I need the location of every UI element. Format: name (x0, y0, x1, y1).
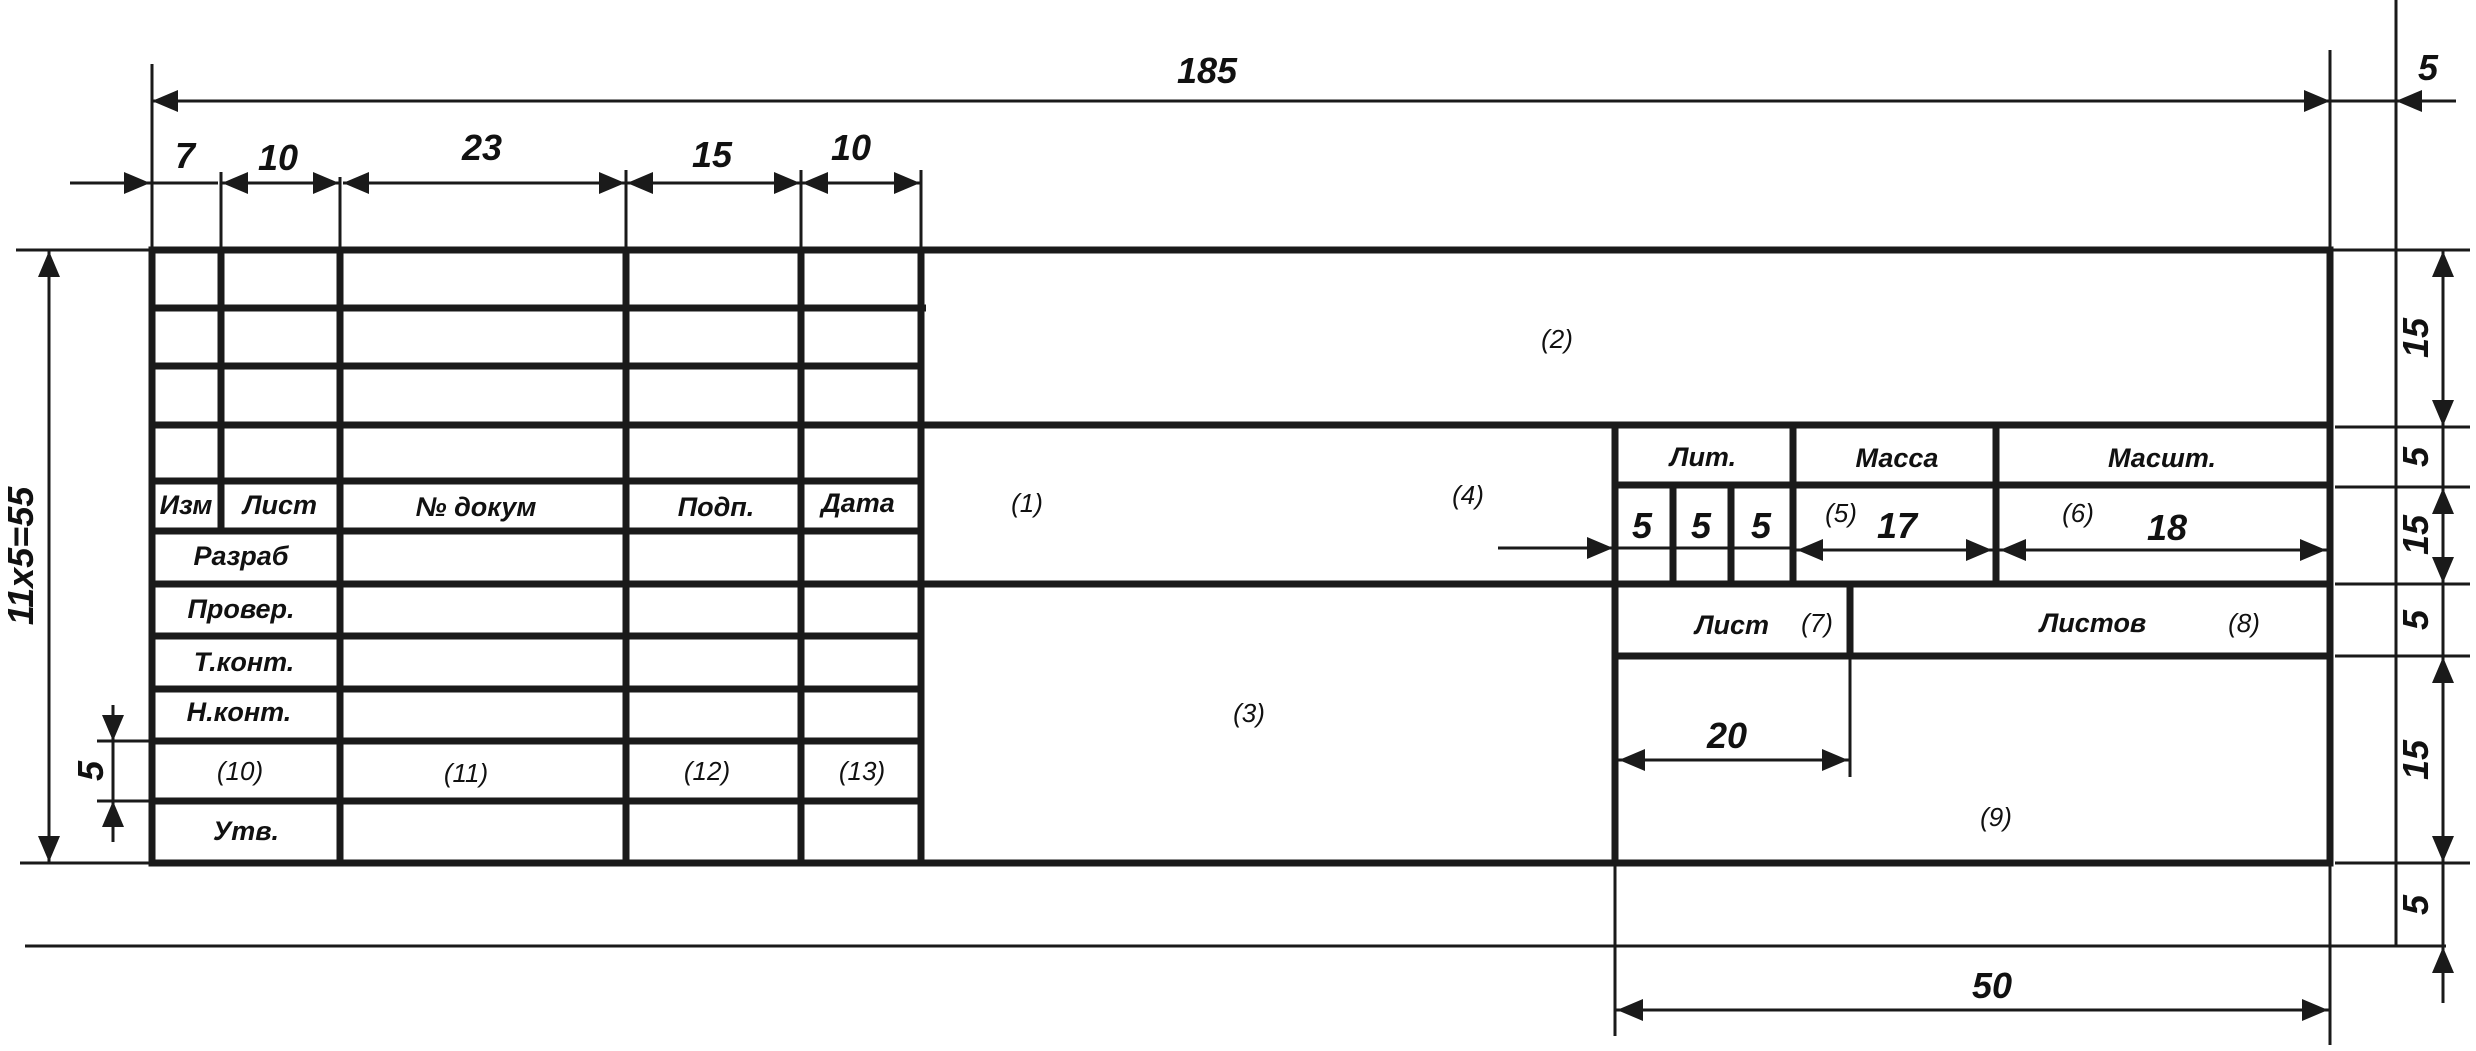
left-table-labels: Изм Лист № докум Подп. Дата Разраб Прове… (160, 488, 895, 846)
arrow-20-right (1822, 749, 1848, 771)
dim-lit-1-label: 5 (1632, 505, 1653, 546)
arrow-10a-right (313, 172, 339, 194)
arrow-10b-right (894, 172, 920, 194)
arrow-55-bottom (38, 836, 60, 862)
arrow-10a-left (222, 172, 248, 194)
field-index-6: (6) (2062, 498, 2094, 528)
field-index-1: (1) (1011, 488, 1043, 518)
arrow-r15c-top (2432, 657, 2454, 683)
dim-20-label: 20 (1706, 715, 1747, 756)
field-index-3: (3) (1233, 698, 1265, 728)
label-massa: Масса (1856, 443, 1939, 473)
row-label-razrab: Разраб (193, 541, 289, 571)
row-label-nkont: Н.конт. (187, 697, 292, 727)
label-lit: Лит. (1668, 442, 1736, 472)
row-label-tkont: Т.конт. (194, 647, 295, 677)
header-izm: Изм (160, 490, 213, 520)
dim-55-label: 11x5=55 (0, 486, 41, 625)
arrow-18-right (2300, 539, 2326, 561)
right-block-labels: Лит. Масса Масшт. (5) (6) Лист (7) Листо… (1668, 442, 2260, 832)
dim-18-label: 18 (2147, 507, 2187, 548)
arrow-50-left (1617, 999, 1643, 1021)
dim-lit-2-label: 5 (1691, 505, 1712, 546)
arrow-185-right (2304, 90, 2330, 112)
arrowheads (38, 90, 2454, 1021)
dimension-labels: 185 5 7 10 23 15 10 11x5=55 5 15 5 15 5 … (0, 47, 2439, 1006)
dim-5-top-label: 5 (2418, 47, 2439, 88)
label-list: Лист (1693, 610, 1769, 640)
field-index-9: (9) (1980, 802, 2012, 832)
field-index-12: (12) (684, 756, 730, 786)
dim-r15c-label: 15 (2395, 739, 2436, 780)
arrow-15-left (627, 172, 653, 194)
header-dokum: № докум (416, 492, 537, 522)
dim-10b-label: 10 (831, 127, 871, 168)
field-index-10: (10) (217, 756, 263, 786)
dim-7-label: 7 (175, 135, 197, 176)
field-index-5: (5) (1825, 498, 1857, 528)
dim-r15b-label: 15 (2395, 514, 2436, 555)
arrow-7 (124, 172, 150, 194)
label-listov: Листов (2038, 608, 2147, 638)
header-podp: Подп. (678, 492, 755, 522)
dim-10a-label: 10 (258, 137, 298, 178)
arrow-r15a-bottom (2432, 400, 2454, 426)
arrow-r15b-top (2432, 488, 2454, 514)
arrow-r15b-bottom (2432, 557, 2454, 583)
arrow-10b-left (802, 172, 828, 194)
dim-15-label: 15 (692, 134, 733, 175)
arrow-23-left (343, 172, 369, 194)
arrow-18-left (2000, 539, 2026, 561)
row-label-utv: Утв. (213, 816, 279, 846)
title-block-frame (148, 246, 2334, 867)
arrow-r15c-bottom (2432, 836, 2454, 862)
arrow-5-top (2396, 90, 2422, 112)
dim-lit-3-label: 5 (1751, 505, 1772, 546)
outer-frame (148, 246, 2334, 867)
arrow-23-right (599, 172, 625, 194)
field-index-11: (11) (444, 758, 488, 788)
field-index-4: (4) (1452, 480, 1484, 510)
arrow-20-left (1619, 749, 1645, 771)
label-masst: Масшт. (2108, 443, 2216, 473)
dim-23-label: 23 (461, 127, 502, 168)
dim-17-label: 17 (1877, 505, 1919, 546)
dim-r5b-label: 5 (2395, 609, 2436, 630)
dim-r5a-label: 5 (2395, 446, 2436, 467)
arrow-55-top (38, 251, 60, 277)
header-data: Дата (819, 488, 895, 518)
field-index-7: (7) (1801, 608, 1833, 638)
dimension-lines (16, 0, 2470, 1045)
arrow-4 (1587, 537, 1613, 559)
arrow-50-right (2302, 999, 2328, 1021)
field-index-13: (13) (839, 756, 885, 786)
row-label-prover: Провер. (187, 594, 294, 624)
dim-50-label: 50 (1972, 965, 2012, 1006)
dim-r5c-label: 5 (2395, 894, 2436, 915)
arrow-17-right (1966, 539, 1992, 561)
arrow-15-right (774, 172, 800, 194)
dim-185-label: 185 (1177, 50, 1238, 91)
arrow-185-left (152, 90, 178, 112)
header-list: Лист (241, 490, 317, 520)
field-index-2: (2) (1541, 324, 1573, 354)
dim-5-left-label: 5 (70, 760, 111, 781)
arrow-r15a-top (2432, 251, 2454, 277)
arrow-5-left-top (102, 715, 124, 741)
arrow-5-left-bottom (102, 801, 124, 827)
field-index-8: (8) (2228, 608, 2260, 638)
dim-r15a-label: 15 (2395, 317, 2436, 358)
arrow-r5-bottom (2432, 947, 2454, 973)
main-field-markers: (1) (2) (3) (4) (1011, 324, 1573, 728)
arrow-17-left (1797, 539, 1823, 561)
